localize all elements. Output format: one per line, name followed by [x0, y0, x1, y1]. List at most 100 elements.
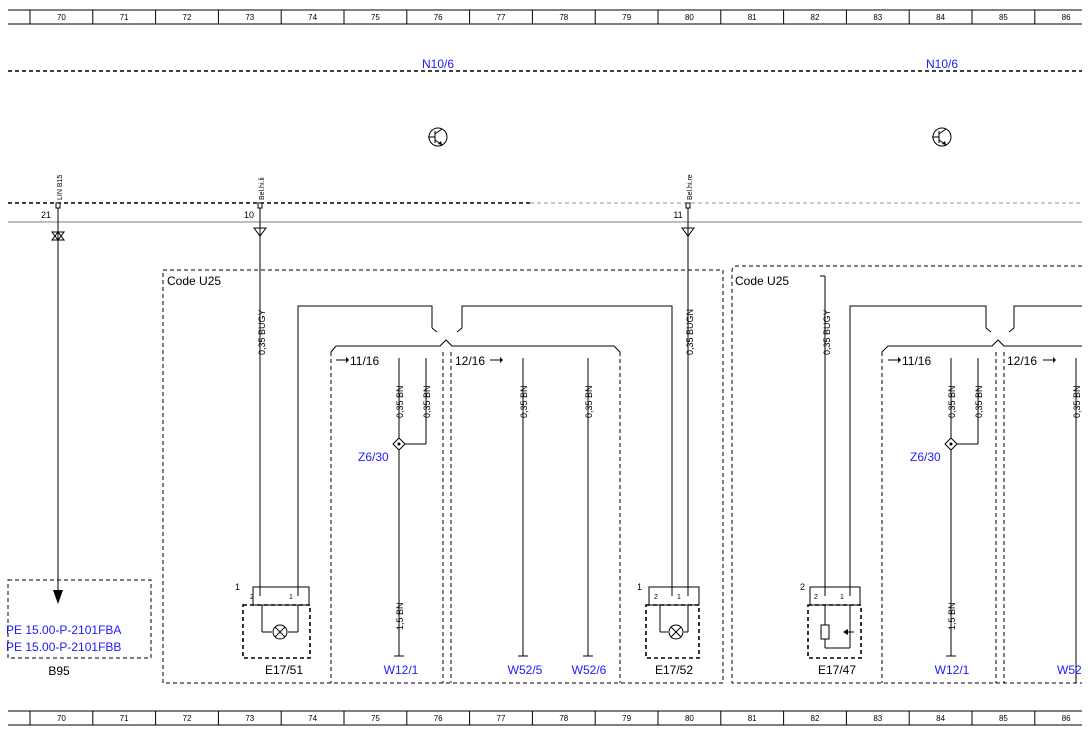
svg-text:0,35 BN: 0,35 BN	[584, 385, 594, 418]
svg-text:1: 1	[677, 594, 681, 601]
pin-10[interactable]: 10 Bel.hi.li	[244, 177, 267, 596]
svg-text:Bel.hi.li: Bel.hi.li	[259, 177, 266, 200]
ruler-number: 84	[936, 13, 945, 22]
component-e17-51[interactable]: E17/51	[265, 663, 303, 677]
bn-wires-right	[946, 358, 1077, 683]
pin-21[interactable]: 21 LIN B15	[41, 175, 65, 604]
pin-11[interactable]: 11 Bel.hi.re	[673, 174, 695, 596]
svg-text:1,5 BN: 1,5 BN	[947, 602, 957, 630]
svg-text:LIN B15: LIN B15	[57, 175, 64, 200]
top-ruler: 70 71 72 73 74 75 76 77 78 79 80 81 82 83 84 85 86	[8, 9, 1082, 25]
wire-label-bugy-left: 0,35 BUGY	[257, 309, 267, 355]
module-label-n10-right[interactable]: N10/6	[926, 57, 958, 71]
svg-text:0,35 BN: 0,35 BN	[519, 385, 529, 418]
ref-11-16-right[interactable]: 11/16	[902, 354, 931, 368]
ruler-number: 73	[245, 714, 254, 723]
component-w52-partial[interactable]: W52	[1057, 663, 1082, 677]
svg-text:1,5 BN: 1,5 BN	[395, 602, 405, 630]
bn-wires-left	[394, 358, 593, 657]
ruler-number: 73	[245, 13, 254, 22]
ruler-number: 70	[57, 714, 66, 723]
ruler-number: 77	[497, 13, 506, 22]
ruler-number: 80	[685, 714, 694, 723]
svg-text:10: 10	[244, 210, 254, 220]
switch-wire-left-b	[461, 305, 673, 596]
component-w12-1-right[interactable]: W12/1	[935, 663, 970, 677]
inner-box-left	[330, 352, 621, 683]
lamp-e17-51	[242, 586, 311, 659]
lamp-e17-52	[645, 586, 700, 659]
component-w52-6[interactable]: W52/6	[572, 663, 607, 677]
ruler-number: 86	[1062, 13, 1071, 22]
splice-icon-z630-left	[392, 437, 406, 451]
svg-text:2: 2	[814, 594, 818, 601]
ruler-number: 84	[936, 714, 945, 723]
wire-label-bugy-right: 0,35 BUGY	[822, 309, 832, 355]
ruler-number: 82	[811, 13, 820, 22]
splice-label-z630-left[interactable]: Z6/30	[358, 450, 389, 464]
component-w52-5[interactable]: W52/5	[508, 663, 543, 677]
code-u25-label-left[interactable]: Code U25	[167, 274, 221, 288]
ruler-number: 81	[748, 714, 757, 723]
ruler-number: 74	[308, 13, 317, 22]
ruler-number: 79	[622, 714, 631, 723]
ruler-number: 79	[622, 13, 631, 22]
svg-text:0,35 BN: 0,35 BN	[422, 385, 432, 418]
ruler-number: 78	[559, 714, 568, 723]
ruler-number: 85	[999, 714, 1008, 723]
component-w12-1-left[interactable]: W12/1	[384, 663, 419, 677]
svg-text:0,35 BN: 0,35 BN	[974, 385, 984, 418]
svg-text:2: 2	[800, 582, 805, 592]
svg-text:21: 21	[41, 210, 51, 220]
ruler-number: 83	[873, 13, 882, 22]
link-pe-2101fbb[interactable]: PE 15.00-P-2101FBB	[6, 640, 121, 654]
ruler-number: 77	[497, 714, 506, 723]
ruler-number: 70	[57, 13, 66, 22]
svg-text:1: 1	[840, 594, 844, 601]
svg-text:1: 1	[289, 594, 293, 601]
svg-text:1: 1	[637, 582, 642, 592]
svg-text:2: 2	[250, 594, 254, 601]
svg-text:1: 1	[235, 582, 240, 592]
wire-label-bugn: 0,35 BUGN	[685, 309, 695, 355]
ruler-number: 86	[1062, 714, 1071, 723]
svg-text:Bel.hi.re: Bel.hi.re	[687, 174, 694, 200]
ruler-number: 74	[308, 714, 317, 723]
splice-label-z630-right[interactable]: Z6/30	[910, 450, 941, 464]
ruler-number: 81	[748, 13, 757, 22]
ruler-number: 85	[999, 13, 1008, 22]
ruler-number: 72	[183, 13, 192, 22]
ruler-number: 82	[811, 714, 820, 723]
ref-12-16-right[interactable]: 12/16	[1007, 354, 1037, 368]
ruler-number: 80	[685, 13, 694, 22]
svg-text:11: 11	[673, 210, 682, 220]
ruler-number: 75	[371, 714, 380, 723]
code-u25-label-right[interactable]: Code U25	[735, 274, 789, 288]
component-b95[interactable]: B95	[48, 664, 70, 678]
ref-11-16-left[interactable]: 11/16	[350, 354, 379, 368]
switch-wire-left-a	[297, 305, 433, 596]
transistor-icon-right	[932, 127, 952, 147]
ruler-number: 71	[120, 714, 129, 723]
component-e17-52[interactable]: E17/52	[655, 663, 693, 677]
svg-text:0,35 BN: 0,35 BN	[1072, 385, 1082, 418]
code-u25-block-right	[731, 265, 1082, 684]
b95-box	[7, 579, 152, 659]
ruler-number: 71	[120, 13, 129, 22]
ruler-number: 76	[434, 13, 443, 22]
module-label-n10-left[interactable]: N10/6	[422, 57, 454, 71]
link-pe-2101fba[interactable]: PE 15.00-P-2101FBA	[6, 623, 121, 637]
svg-text:2: 2	[654, 594, 658, 601]
ruler-number: 78	[559, 13, 568, 22]
ruler-number: 72	[183, 714, 192, 723]
ruler-number: 76	[434, 714, 443, 723]
transistor-icon-left	[428, 127, 448, 147]
svg-text:0,35 BN: 0,35 BN	[947, 385, 957, 418]
splice-icon-z630-right	[944, 437, 958, 451]
ruler-number: 75	[371, 13, 380, 22]
component-e17-47[interactable]: E17/47	[818, 663, 856, 677]
svg-text:0,35 BN: 0,35 BN	[395, 385, 405, 418]
ref-12-16-left[interactable]: 12/16	[455, 354, 485, 368]
